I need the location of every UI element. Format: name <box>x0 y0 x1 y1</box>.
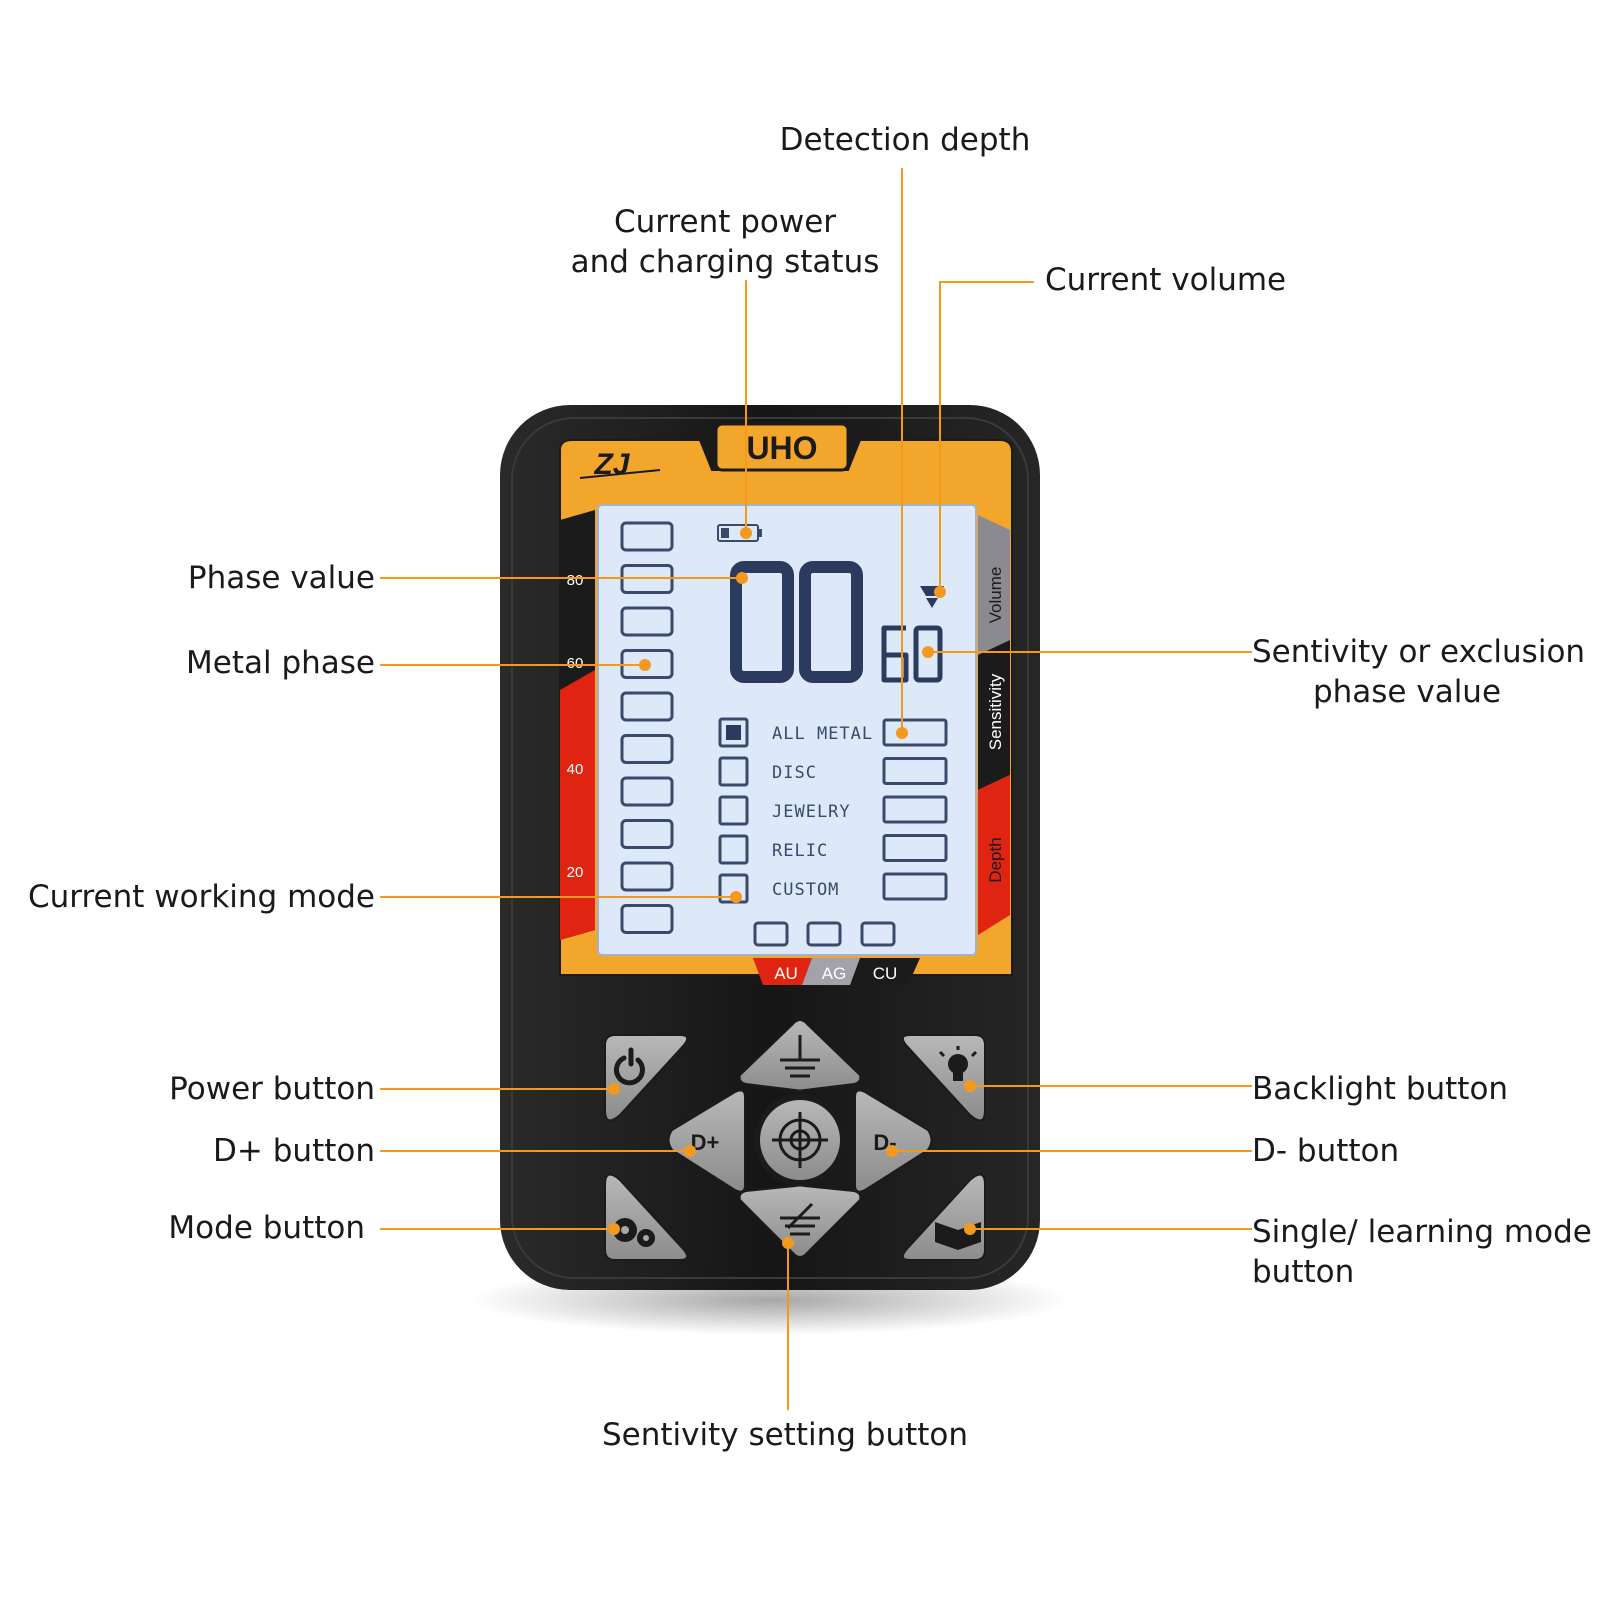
mode-label: DISC <box>772 763 817 783</box>
callout-metal-phase: Metal phase <box>20 643 375 683</box>
scale-mark-20: 20 <box>567 864 584 881</box>
callout-working-mode: Current working mode <box>10 877 375 917</box>
mode-checkbox-fill <box>726 725 741 740</box>
callout-power-button: Power button <box>20 1069 375 1109</box>
callout-learning-line1: Single/ learning mode <box>1252 1212 1592 1252</box>
depth-side-label: Depth <box>986 837 1005 882</box>
callout-sensitivity-line1: Sentivity or exclusion <box>1252 632 1585 672</box>
scale-mark-60: 60 <box>567 655 584 672</box>
callout-d-plus-button: D+ button <box>20 1131 375 1171</box>
mode-label: CUSTOM <box>772 880 839 900</box>
brand-logo: UHO <box>746 430 817 466</box>
volume-side-label: Volume <box>986 567 1005 624</box>
mode-label: RELIC <box>772 841 828 861</box>
callout-current-volume: Current volume <box>1045 260 1286 300</box>
callout-backlight-button: Backlight button <box>1252 1069 1508 1109</box>
au-tab: AU <box>774 964 798 983</box>
callout-phase-value: Phase value <box>20 558 375 598</box>
callout-power-line2: and charging status <box>560 242 890 282</box>
callout-learning-line2: button <box>1252 1252 1354 1292</box>
callout-power-line1: Current power <box>560 202 890 242</box>
callout-d-minus-button: D- button <box>1252 1131 1399 1171</box>
scale-mark-80: 80 <box>567 572 584 589</box>
scale-mark-40: 40 <box>567 761 584 778</box>
mode-label: JEWELRY <box>772 802 851 822</box>
mode-label: ALL METAL <box>772 724 873 744</box>
callout-detection-depth: Detection depth <box>760 120 1050 160</box>
callout-mode-button: Mode button <box>20 1208 365 1248</box>
pinpoint-button[interactable] <box>754 1094 846 1186</box>
ag-tab: AG <box>822 964 847 983</box>
sensitivity-side-label: Sensitivity <box>986 673 1005 750</box>
cu-tab: CU <box>873 964 898 983</box>
callout-sensitivity-setting-button: Sentivity setting button <box>570 1415 1000 1455</box>
callout-sensitivity-line2: phase value <box>1252 672 1562 712</box>
